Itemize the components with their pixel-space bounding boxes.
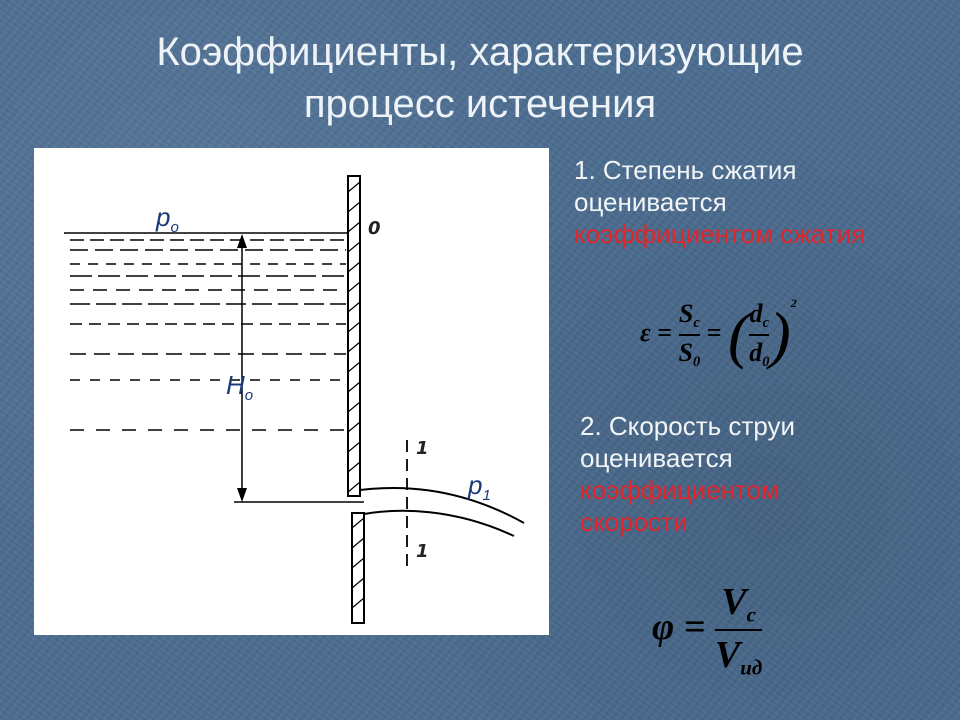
- velocity-formula: φ = Vc Vид: [652, 580, 763, 681]
- label-p0: po: [156, 202, 179, 237]
- phi-symbol: φ: [652, 606, 675, 649]
- section-label-bottom: 1: [416, 541, 429, 562]
- wall-upper-hatch: [347, 181, 361, 493]
- diameter-ratio: dc d0: [749, 299, 770, 371]
- arrow-down-icon: [237, 488, 247, 502]
- open-paren-icon: (: [727, 299, 750, 371]
- area-ratio: Sc S0: [678, 299, 701, 371]
- wall-upper: [347, 175, 361, 497]
- jet-lower-edge: [363, 509, 515, 537]
- item-1-accent: коэффициентом сжатия: [574, 219, 866, 249]
- title-line-1: Коэффициенты, характеризующие: [156, 30, 804, 74]
- arrow-up-icon: [237, 234, 247, 248]
- item-2-line-1: 2. Скорость струи: [580, 411, 796, 441]
- wall-mark: 0: [368, 218, 381, 239]
- item-2-accent-2: скорости: [580, 507, 688, 537]
- contraction-formula: ε = Sc S0 = ( dc d0 )2: [640, 296, 797, 372]
- water-hatching: [70, 239, 346, 431]
- epsilon-symbol: ε: [640, 318, 651, 347]
- item-1-line-1: 1. Степень сжатия: [574, 155, 797, 185]
- outflow-diagram-drawing: [64, 175, 525, 624]
- close-paren-icon: ): [769, 299, 791, 371]
- title-line-2: процесс истечения: [303, 82, 657, 126]
- outflow-diagram: po Ho p1 1 1 0: [34, 148, 549, 635]
- label-p1: p1: [468, 470, 491, 505]
- formula2-eq: =: [683, 606, 706, 649]
- formula1-eq2: =: [706, 318, 722, 347]
- velocity-ratio: Vc Vид: [714, 581, 763, 680]
- label-H0: Ho: [226, 370, 254, 405]
- formula1-eq: =: [657, 318, 672, 347]
- item-1-line-2: оценивается: [574, 187, 727, 217]
- item-2-line-2: оценивается: [580, 443, 733, 473]
- slide-title: Коэффициенты, характеризующие процесс ис…: [60, 26, 900, 130]
- item-1-text: 1. Степень сжатия оценивается коэффициен…: [574, 154, 865, 250]
- section-label-top: 1: [416, 438, 429, 459]
- power-exponent: 2: [790, 296, 797, 310]
- wall-lower-hatch: [351, 517, 365, 609]
- item-2-accent-1: коэффициентом: [580, 475, 779, 505]
- item-2-text: 2. Скорость струи оценивается коэффициен…: [580, 410, 795, 538]
- jet-upper-edge: [359, 486, 525, 524]
